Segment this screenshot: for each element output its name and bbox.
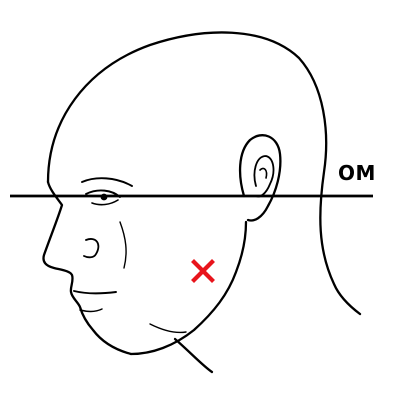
lower-lip-line	[79, 308, 103, 313]
ear-inner-outline	[253, 155, 275, 198]
cheek-line	[119, 221, 127, 269]
jaw-outline	[129, 220, 248, 356]
face-profile-outline	[42, 180, 133, 356]
mouth-line	[73, 290, 117, 295]
eye-lower-lid	[91, 199, 119, 206]
jaw-angle-line	[149, 323, 187, 334]
om-line-label: OM	[338, 161, 376, 185]
neck-front-outline	[173, 337, 214, 374]
head-outline	[46, 31, 362, 316]
ear-outline	[238, 134, 282, 222]
nose-wing	[83, 238, 100, 259]
eyebrow	[81, 177, 133, 187]
ear-inner-fold	[259, 167, 268, 179]
x-mark-icon	[191, 259, 215, 283]
